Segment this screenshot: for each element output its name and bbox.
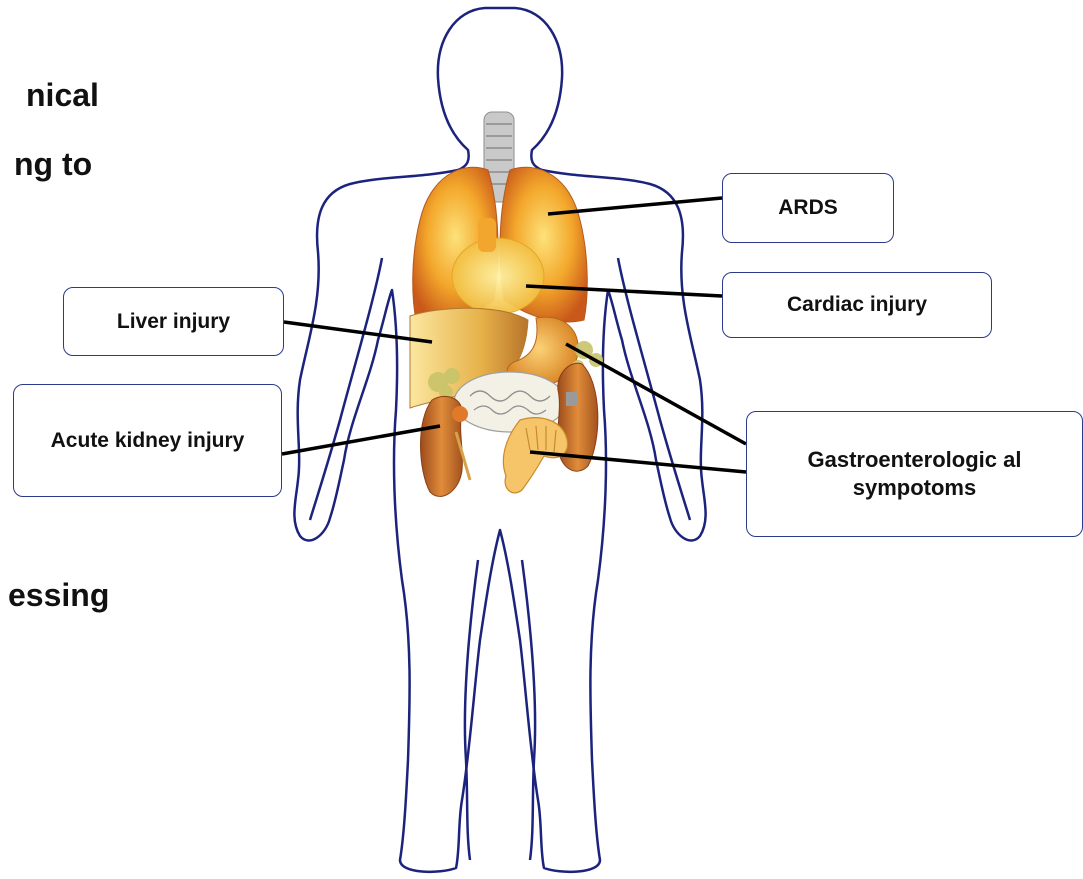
callout-gastroenterological-symptoms: Gastroenterologic al sympotoms <box>746 411 1083 537</box>
left-kidney <box>421 396 471 496</box>
callout-cardiac-injury: Cardiac injury <box>722 272 992 338</box>
callout-cardiac-label: Cardiac injury <box>787 292 927 318</box>
right-inner-arm-line <box>618 258 690 520</box>
callout-liver-injury: Liver injury <box>63 287 284 356</box>
left-leg-inner-line <box>465 560 478 860</box>
callout-ards-label: ARDS <box>778 195 838 221</box>
callout-acute-kidney-injury: Acute kidney injury <box>13 384 282 497</box>
callout-ards: ARDS <box>722 173 894 243</box>
leader-line-kidney <box>282 426 440 454</box>
left-inner-arm-line <box>310 258 382 520</box>
right-leg-inner-line <box>522 560 535 860</box>
callout-gastro-label: Gastroenterologic al sympotoms <box>791 446 1038 502</box>
callout-liver-label: Liver injury <box>117 309 230 335</box>
callout-kidney-label: Acute kidney injury <box>51 428 245 454</box>
